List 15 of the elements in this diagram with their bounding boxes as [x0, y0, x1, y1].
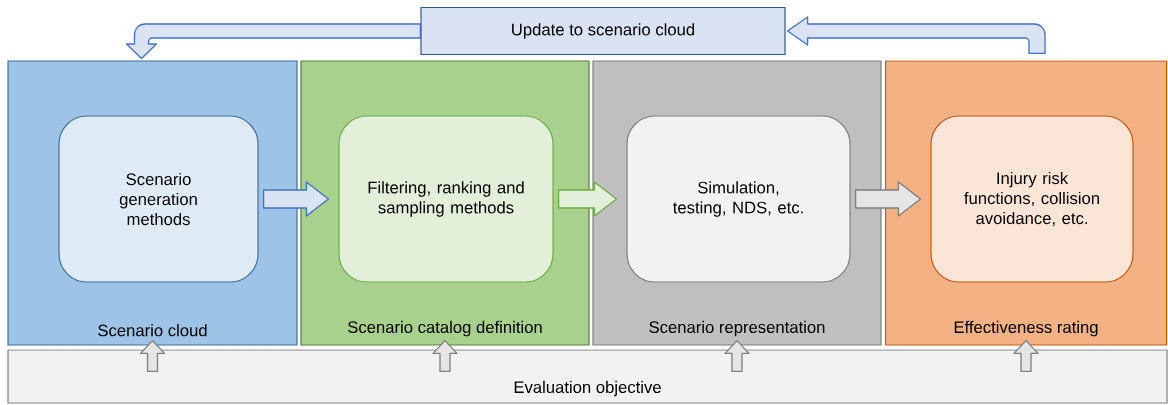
method-box: Scenario generation methods [58, 115, 259, 283]
block-arrow [786, 16, 1046, 55]
block-arrow [724, 339, 750, 373]
block-arrow [432, 339, 458, 373]
method-box: Injury risk functions, collision avoidance, etc. [930, 115, 1134, 283]
block-arrow [139, 339, 166, 373]
block-arrow [854, 181, 922, 217]
update-box: Update to scenario cloud [420, 6, 786, 56]
block-arrow [557, 181, 618, 217]
method-box: Filtering, ranking and sampling methods [338, 115, 554, 283]
block-arrow [1013, 339, 1039, 373]
method-box: Simulation, testing, NDS, etc. [626, 115, 851, 283]
block-arrow [125, 23, 422, 60]
objective-bar: Evaluation objective [7, 349, 1168, 404]
block-arrow [262, 181, 330, 217]
